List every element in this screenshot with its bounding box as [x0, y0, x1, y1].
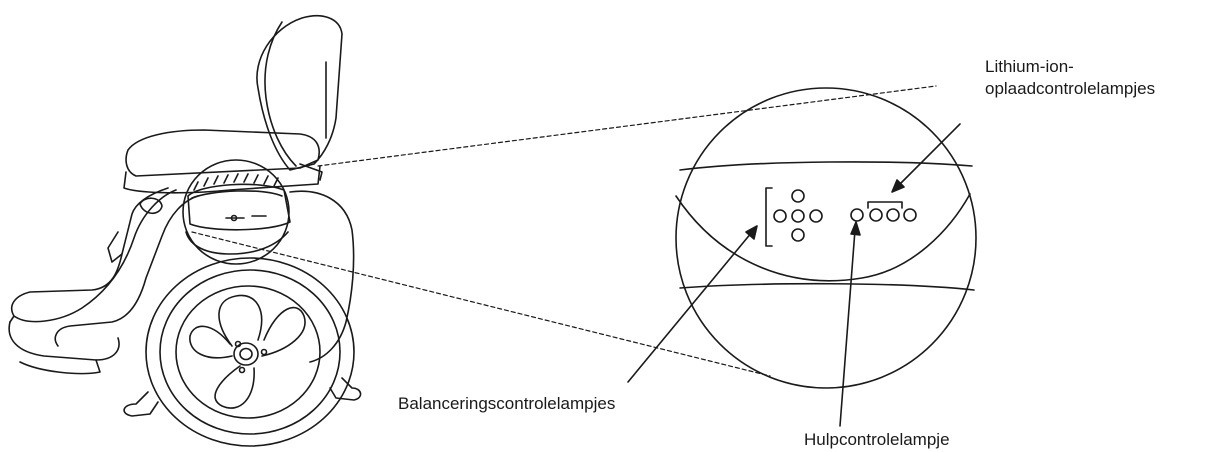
wheel-tire [159, 269, 341, 435]
dome-indicator-row [225, 215, 267, 219]
wheel-spoke-top [218, 294, 263, 347]
dashed-connector-top [317, 85, 937, 167]
control-dome-ring-2 [193, 173, 279, 191]
control-dome [187, 183, 291, 231]
body-left-side [10, 187, 177, 323]
seat-cushion-bottom [123, 165, 321, 194]
wheel-spoke-left [189, 325, 233, 359]
stabilizer-foot-left [123, 391, 159, 417]
dashed-connector-bottom [191, 231, 771, 377]
body-left-side-inner [54, 195, 199, 347]
charge-bracket [867, 201, 903, 209]
arrow-charge [897, 123, 961, 187]
label-balancing-lights: Balanceringscontrolelampjes [398, 394, 616, 413]
wheel-bolt-1 [234, 340, 242, 348]
balancing-bracket [765, 187, 773, 247]
seat-cushion [125, 129, 320, 177]
side-handle [107, 231, 123, 263]
label-assist-light: Hulpcontrolelampje [804, 430, 950, 449]
arrow-balancing [627, 231, 753, 383]
body-right-side [289, 190, 355, 363]
balancing-light-right [809, 209, 823, 223]
zoom-curved-edge [675, 193, 971, 282]
wheel-rim [175, 285, 321, 419]
arrow-balancing-head [745, 225, 758, 240]
arrow-charge-head [891, 179, 905, 193]
zoom-bottom-edge [679, 282, 975, 291]
small-magnifier-circle [182, 159, 290, 265]
balancing-light-center [791, 209, 805, 223]
wheelchair-illustration [8, 14, 362, 447]
zoom-top-edge [679, 161, 973, 171]
balancing-light-left [773, 209, 787, 223]
balancing-light-top [791, 189, 805, 203]
backrest [256, 14, 343, 171]
control-dome-ring [191, 190, 283, 199]
wheel-hub [233, 342, 259, 366]
arrow-assist [839, 229, 856, 427]
wheel-bolt-2 [260, 348, 268, 356]
label-lithium-line-2: oplaadcontrolelampjes [985, 79, 1156, 98]
balancing-light-bottom [791, 228, 805, 242]
footrest [8, 321, 120, 361]
arrow-assist-head [850, 221, 861, 236]
footrest-top [9, 315, 101, 375]
stabilizer-foot-right [329, 377, 362, 401]
wheel-spoke-bottom [214, 365, 255, 409]
armrest-knob [139, 197, 163, 215]
zoom-circle [675, 87, 977, 389]
assist-light [850, 208, 864, 222]
charge-light-1 [869, 208, 883, 222]
zoomed-detail [675, 87, 977, 389]
wheel-hub-inner [239, 347, 253, 361]
charge-light-3 [903, 208, 917, 222]
backrest-edge [264, 21, 297, 167]
label-lithium-line-1: Lithium-ion- [985, 57, 1074, 76]
charge-light-2 [886, 208, 900, 222]
backrest-lower [299, 163, 323, 181]
label-lithium-charge-lights: Lithium-ion- oplaadcontrolelampjes [985, 56, 1155, 100]
wheel-spoke-right [261, 306, 306, 357]
wheel-outer [145, 257, 355, 447]
wheel-bolt-3 [238, 366, 246, 374]
